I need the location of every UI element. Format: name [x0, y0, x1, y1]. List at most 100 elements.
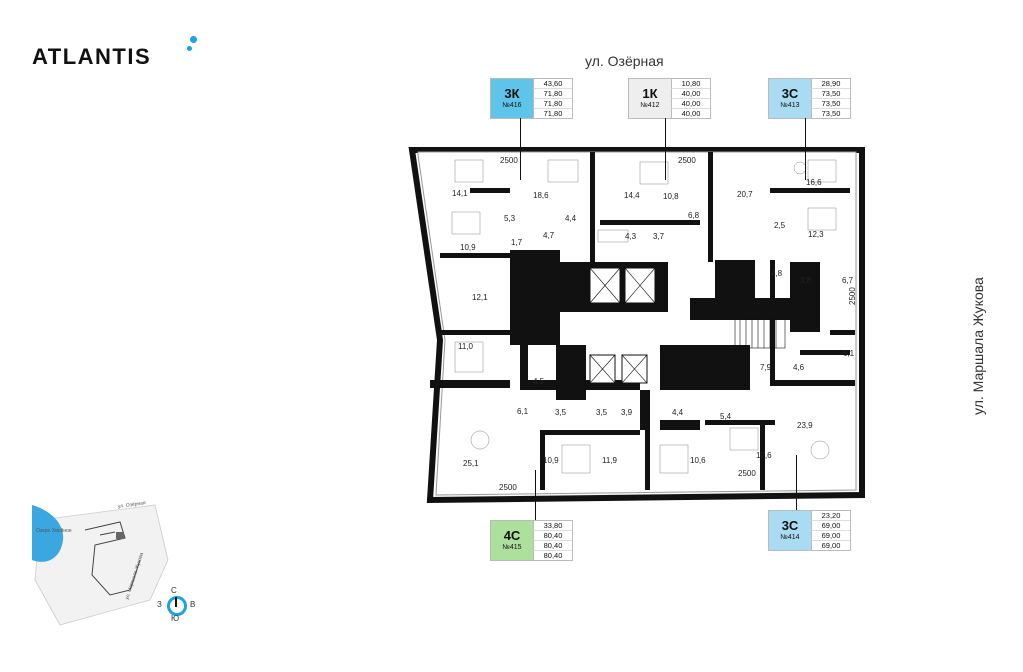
room-area: 3,9: [621, 408, 633, 417]
room-area: 11,0: [458, 342, 474, 351]
staircase: [734, 317, 786, 349]
room-area: 2,5: [774, 221, 786, 230]
apartment-number: №416: [502, 102, 522, 109]
dimension-label: 2500: [678, 156, 696, 165]
apartment-code: 3С №413: [769, 79, 811, 118]
site-minimap: Озеро Хвойное ул. Озёрная ул. Маршала Жу…: [32, 500, 169, 626]
apartment-type: 4С: [503, 528, 521, 543]
room-area: 4,4: [672, 408, 684, 417]
apartment-number: №413: [780, 102, 800, 109]
apartment-value: 80,40: [533, 551, 572, 560]
apartment-code: 1К №412: [629, 79, 671, 118]
room-area: 11,9: [602, 456, 618, 465]
apartment-tag[interactable]: 3С №414 23,20 69,00 69,00 69,00: [768, 510, 851, 551]
compass-west: З: [157, 600, 162, 609]
apartment-value: 40,00: [671, 109, 710, 118]
room-area: 3,5: [596, 408, 608, 417]
room-area: 12,1: [472, 293, 488, 302]
room-area: 4,5: [533, 377, 545, 386]
room-area: 23,9: [797, 421, 813, 430]
dimension-label: 2500: [848, 287, 857, 305]
minimap-lake-label: Озеро Хвойное: [36, 527, 72, 534]
apartment-value: 73,50: [811, 99, 850, 109]
apartment-value: 71,80: [533, 89, 572, 99]
compass-south: Ю: [171, 614, 180, 623]
leader-line: [520, 118, 521, 180]
apartment-value: 69,00: [811, 531, 850, 541]
balcony-rim: [417, 151, 857, 496]
apartment-code: 3С №414: [769, 511, 811, 550]
compass-east: В: [190, 600, 196, 609]
street-label-top: ул. Озёрная: [585, 53, 664, 69]
room-area: 1,7: [511, 238, 523, 247]
apartment-value: 40,00: [671, 89, 710, 99]
room-area: 5,4: [720, 412, 732, 421]
room-area: 4,6: [793, 363, 805, 372]
room-areas: 14,1 18,6 14,4 10,8 20,7 16,6 5,3 4,4 6,…: [452, 178, 855, 468]
apartment-type: 3С: [781, 518, 799, 533]
room-area: 4,3: [625, 232, 637, 241]
compass-icon: [167, 596, 187, 616]
minimap-street-top: ул. Озёрная: [117, 500, 146, 510]
room-area: 12,6: [756, 451, 772, 460]
room-area: 14,4: [624, 191, 640, 200]
apartment-code: 3К №416: [491, 79, 533, 118]
room-area: 6,7: [842, 276, 854, 285]
room-area: 10,8: [663, 192, 679, 201]
apartment-value: 40,00: [671, 99, 710, 109]
room-area: 6,8: [688, 211, 700, 220]
apartment-value: 80,40: [533, 531, 572, 541]
logo-dot-icon: [190, 36, 197, 43]
room-area: 3,8: [800, 276, 812, 285]
apartment-value: 71,80: [533, 99, 572, 109]
room-area: 4,7: [543, 231, 555, 240]
apartment-value: 71,80: [533, 109, 572, 118]
room-area: 12,3: [808, 230, 824, 239]
dimension-label: 2500: [499, 483, 517, 492]
apartment-value: 69,00: [811, 521, 850, 531]
room-area: 10,9: [543, 456, 559, 465]
walls: [430, 152, 855, 490]
apartment-type: 3К: [504, 86, 520, 101]
apartment-tag[interactable]: 4С №415 33,80 80,40 80,40 80,40: [490, 520, 573, 561]
room-area: 4,8: [771, 269, 783, 278]
dimensions: 2500 2500 2500 2500 2500: [499, 156, 857, 492]
dimension-label: 2500: [738, 469, 756, 478]
apartment-tag[interactable]: 1К №412 10,80 40,00 40,00 40,00: [628, 78, 711, 119]
leader-line: [535, 470, 536, 520]
room-area: 5,3: [504, 214, 516, 223]
room-area: 6,1: [517, 407, 529, 416]
apartment-value: 69,00: [811, 541, 850, 550]
room-area: 6,1: [843, 349, 855, 358]
room-area: 20,7: [737, 190, 753, 199]
leader-line: [665, 118, 666, 180]
apartment-number: №412: [640, 102, 660, 109]
apartment-tag[interactable]: 3С №413 28,90 73,50 73,50 73,50: [768, 78, 851, 119]
apartment-value: 23,20: [811, 511, 850, 521]
apartment-value: 33,80: [533, 521, 572, 531]
room-area: 7,9: [760, 363, 772, 372]
leader-line: [805, 118, 806, 180]
apartment-value: 80,40: [533, 541, 572, 551]
brand-logo: ATLANTIS: [32, 44, 152, 69]
room-area: 4,4: [565, 214, 577, 223]
apartment-value: 10,80: [671, 79, 710, 89]
apartment-tag[interactable]: 3К №416 43,60 71,80 71,80 71,80: [490, 78, 573, 119]
room-area: 18,6: [533, 191, 549, 200]
apartment-value: 28,90: [811, 79, 850, 89]
apartment-type: 1К: [642, 86, 658, 101]
apartment-number: №414: [780, 534, 800, 541]
room-area: 16,6: [806, 178, 822, 187]
room-area: 3,5: [555, 408, 567, 417]
compass-north: С: [171, 586, 177, 595]
apartment-value: 73,50: [811, 89, 850, 99]
logo-dot-icon: [187, 46, 192, 51]
apartment-value: 73,50: [811, 109, 850, 118]
room-area: 25,1: [463, 459, 479, 468]
room-area: 3,7: [653, 232, 665, 241]
leader-line: [796, 455, 797, 510]
room-area: 10,6: [690, 456, 706, 465]
apartment-type: 3С: [781, 86, 799, 101]
room-area: 10,9: [460, 243, 476, 252]
